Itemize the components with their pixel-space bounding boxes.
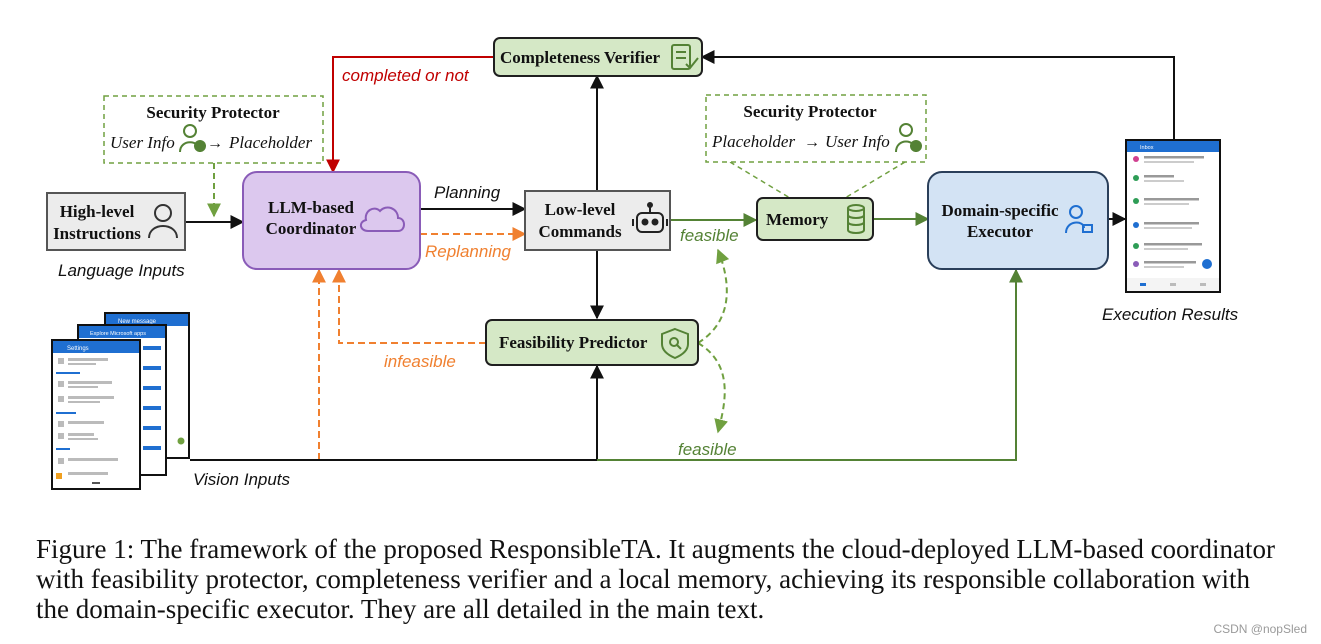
coordinator-label-2: Coordinator [266,219,357,238]
security-left-from: User Info [110,133,175,152]
security-left-arrow-glyph: → [207,135,223,152]
high-level-label-2: Instructions [53,224,141,243]
replanning-label: Replanning [425,242,512,261]
phone-front-header: Settings [67,346,89,352]
feasible-down-arrow [697,342,728,434]
high-level-label-1: High-level [60,202,135,221]
security-right-line-a [729,161,791,199]
security-right-line-b [844,161,906,199]
low-level-commands-box: Low-level Commands [524,190,671,251]
phone-back-header: New message [118,319,157,325]
execution-results-label: Execution Results [1102,305,1239,324]
cloud-icon [360,206,405,232]
connectors [185,50,1175,461]
security-right-arrow-glyph: → [804,134,820,151]
results-to-verifier-arrow [700,50,1175,140]
completed-or-not-label: completed or not [342,66,470,85]
completed-or-not-arrow [326,56,494,174]
low-level-label-2: Commands [538,222,622,241]
figure-caption: Figure 1: The framework of the proposed … [36,534,1276,624]
security-left-title: Security Protector [146,103,280,122]
vision-inputs-label: Vision Inputs [193,470,291,489]
phone-front: Settings [51,339,141,490]
checklist-icon [671,44,699,70]
verifier-label: Completeness Verifier [500,48,661,67]
user-pie-icon [895,123,922,153]
language-inputs-label: Language Inputs [58,261,185,280]
feasible-up-arrow [697,248,730,344]
coordinator-label-1: LLM-based [268,198,355,217]
security-right-to: User Info [825,132,890,151]
infeasible-label: infeasible [384,352,456,371]
security-protector-right: Security Protector Placeholder → User In… [705,94,927,163]
database-icon [847,204,865,234]
infeasible-arrow [332,268,486,344]
executor-label-2: Executor [967,222,1034,241]
predictor-label: Feasibility Predictor [499,333,648,352]
execution-result-phone: Inbox [1125,139,1221,293]
memory-label: Memory [766,210,829,229]
user-monitor-icon [1065,205,1093,234]
domain-executor-box: Domain-specific Executor [927,171,1109,270]
user-pie-icon [179,124,206,153]
person-icon [148,204,178,239]
executor-label-1: Domain-specific [941,201,1059,220]
shield-search-icon [661,327,689,360]
llm-coordinator-box: LLM-based Coordinator [242,171,421,270]
vision-input-phones: New message Explore Microsoft apps Setti… [51,312,190,490]
robot-icon [632,202,668,233]
memory-box: Memory [756,197,874,241]
security-right-from: Placeholder [711,132,795,151]
feasible-top-label: feasible [680,226,739,245]
security-right-title: Security Protector [743,102,877,121]
phone-mid-header: Explore Microsoft apps [90,331,146,337]
security-protector-left: Security Protector User Info → Placehold… [103,95,324,164]
low-level-label-1: Low-level [545,200,616,219]
watermark: CSDN @nopSled [1213,622,1307,636]
phone-right-header: Inbox [1140,145,1154,151]
planning-label: Planning [434,183,501,202]
feasible-bottom-label: feasible [678,440,737,459]
high-level-instructions-box: High-level Instructions [46,192,186,251]
feasibility-predictor-box: Feasibility Predictor [485,319,699,366]
vision-to-executor-arrow [597,268,1023,461]
completeness-verifier-box: Completeness Verifier [493,37,703,77]
security-left-to: Placeholder [228,133,312,152]
